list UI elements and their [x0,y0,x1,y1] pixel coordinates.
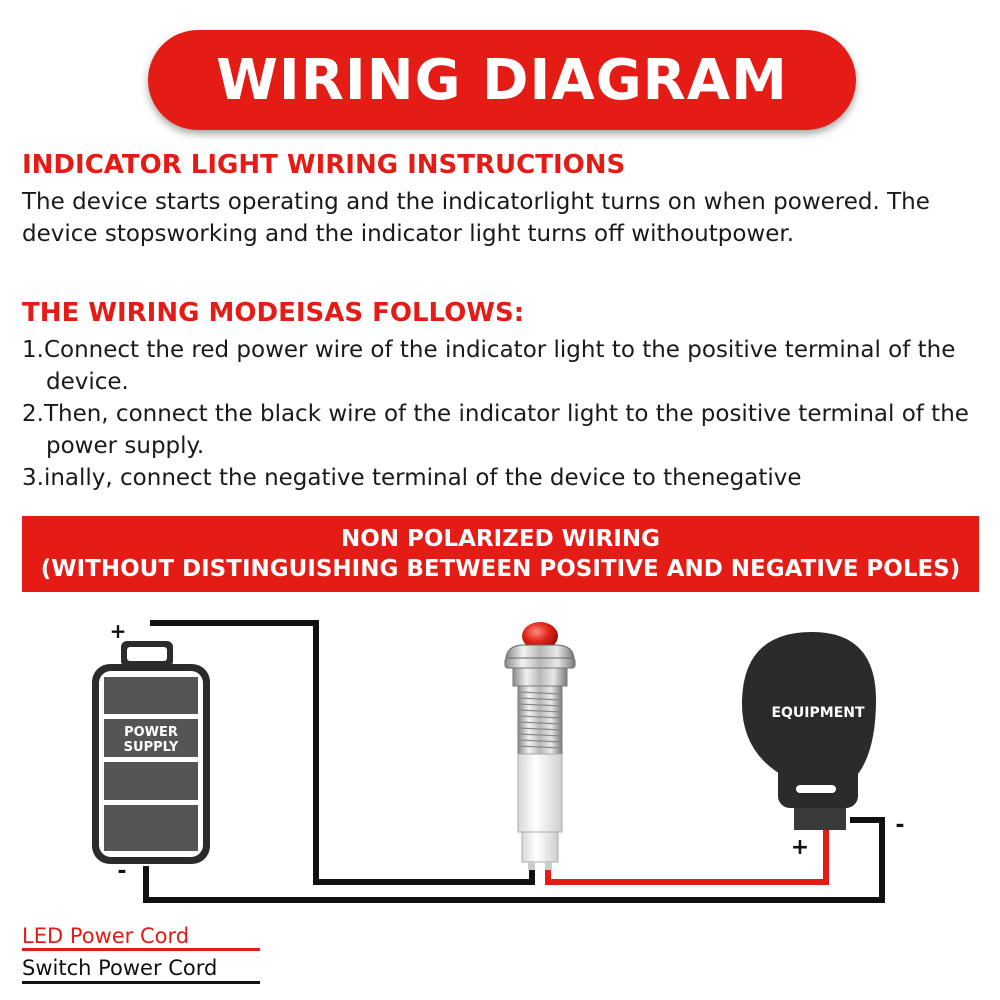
black-wire-battery-positive [150,620,535,885]
wiring-mode-heading: THE WIRING MODEISAS FOLLOWS: [22,298,525,328]
banner-line-1: NON POLARIZED WIRING [340,526,660,552]
equipment-device-icon: EQUIPMENT [741,632,876,830]
battery-label-supply: SUPPLY [124,740,179,755]
banner-line-2: (WITHOUT DISTINGUISHING BETWEEN POSITIVE… [40,556,961,582]
wiring-step-2: 2.Then, connect the black wire of the in… [22,401,969,459]
title-banner: WIRING DIAGRAM [148,30,856,130]
wiring-diagram: POWER SUPPLY + - EQUIPM [92,619,905,903]
legend-led-line [22,948,260,951]
instructions-body: The device starts operating and the indi… [22,189,930,247]
instructions-heading: INDICATOR LIGHT WIRING INSTRUCTIONS [22,150,626,180]
legend-switch-power-cord: Switch Power Cord [22,956,218,980]
equipment-minus-sign: - [895,813,904,838]
battery-plus-sign: + [110,619,127,643]
red-wire-led-power [545,830,829,885]
wiring-step-3: 3.inally, connect the negative terminal … [22,465,802,491]
battery-label-power: POWER [124,725,178,740]
equipment-label: EQUIPMENT [771,705,865,721]
black-wire-battery-negative [143,817,885,903]
indicator-light-icon [504,622,576,870]
wiring-steps-list: 1.Connect the red power wire of the indi… [22,334,982,494]
wiring-step-1: 1.Connect the red power wire of the indi… [22,337,956,395]
battery-minus-sign: - [117,859,126,884]
battery-power-supply: POWER SUPPLY [92,641,210,864]
page-title: WIRING DIAGRAM [216,47,788,113]
legend-led-power-cord: LED Power Cord [22,924,190,948]
legend-switch-line [22,981,260,984]
non-polarized-banner: NON POLARIZED WIRING (WITHOUT DISTINGUIS… [22,516,979,592]
equipment-plus-sign: + [791,835,809,860]
